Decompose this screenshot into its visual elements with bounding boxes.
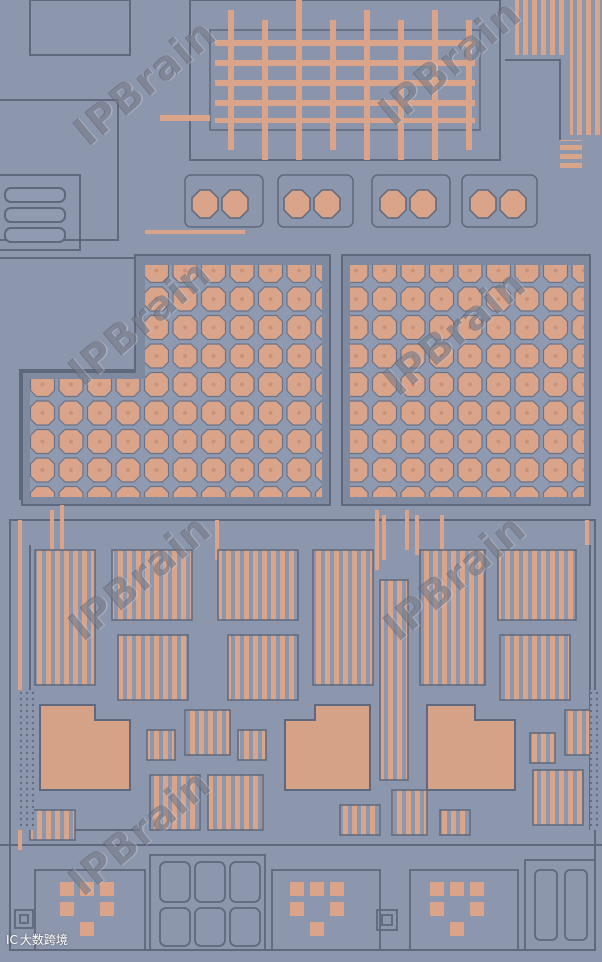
left-pad-array [21, 254, 331, 506]
lower-trace-columns [18, 505, 589, 850]
bottom-cells [14, 854, 596, 951]
corner-logo-text: 大数跨境 [19, 933, 68, 947]
right-pad-array [341, 254, 591, 506]
pad-pairs [145, 174, 538, 234]
stripe-blocks [29, 549, 591, 841]
ic-logo-icon: IC [6, 932, 18, 947]
bottom-cell-squares [60, 882, 484, 936]
contact-dots [18, 690, 602, 830]
corner-logo: IC 大数跨境 [6, 931, 68, 948]
top-left-block [0, 0, 141, 500]
right-edge-strips [505, 0, 602, 170]
top-center-array [160, 0, 501, 161]
metal-plates [39, 704, 516, 791]
